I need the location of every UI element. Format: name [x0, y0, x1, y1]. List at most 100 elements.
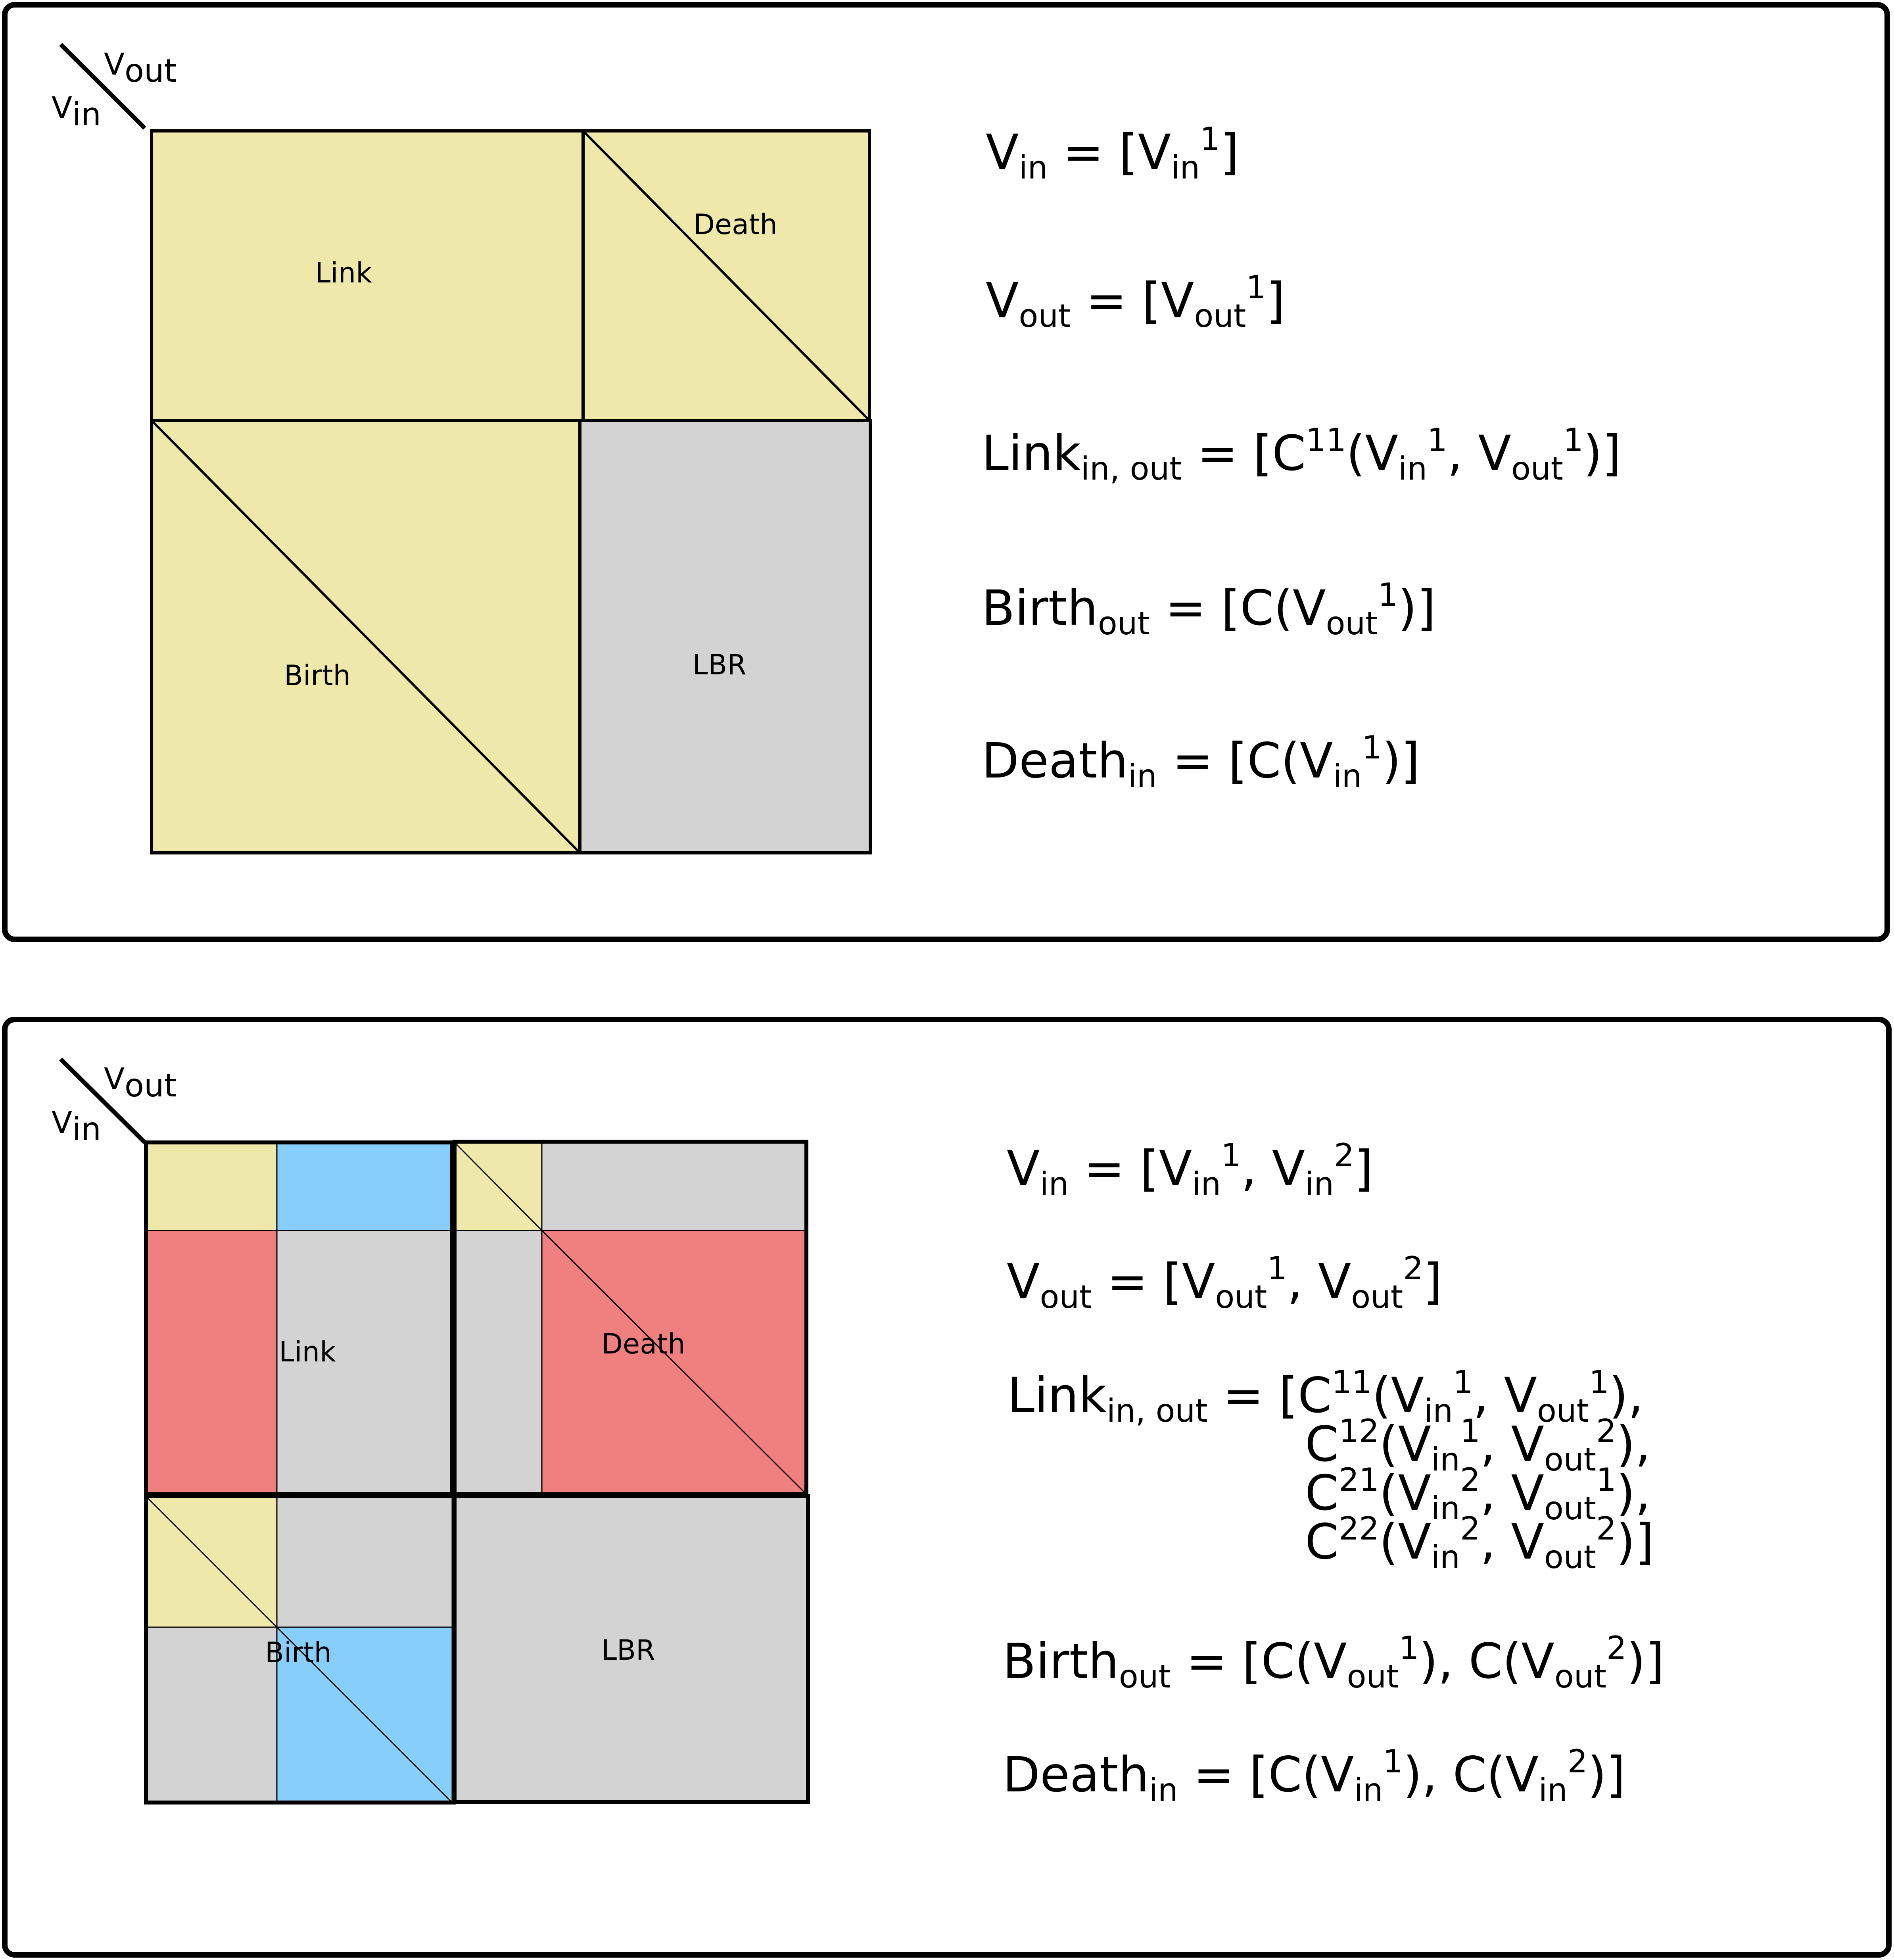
bottom-eq-vout-lhs: V	[1007, 1254, 1040, 1310]
svg-text:Vin = [Vin1, Vin2]: Vin = [Vin1, Vin2]	[1007, 1137, 1373, 1202]
top-eq-link-lhs-sub: in, out	[1081, 450, 1182, 487]
top-eq-link-lhs: Link	[982, 425, 1081, 482]
top-eq-link-csup: 11	[1306, 422, 1346, 459]
bottom-eq-vin-end: ]	[1354, 1140, 1373, 1197]
bottom-eq-link-row2-s2: out	[1544, 1441, 1596, 1478]
bottom-axis-vout-v: V	[104, 1061, 125, 1096]
bottom-eq-link-lhs: Link	[1007, 1367, 1107, 1424]
top-eq-vout-mid: = [V	[1071, 273, 1194, 329]
top-eq-vin-sub: in	[1171, 149, 1200, 186]
top-birth-label: Birth	[284, 659, 351, 692]
bottom-eq-link-row2-c: C	[1305, 1416, 1339, 1472]
bottom-equations: Vin = [Vin1, Vin2] Vout = [Vout1, Vout2]…	[1003, 1137, 1664, 1808]
bottom-lbr-label: LBR	[601, 1634, 655, 1666]
top-link-label: Link	[315, 257, 372, 289]
svg-text:C12(Vin1, Vout2),: C12(Vin1, Vout2),	[1305, 1413, 1650, 1478]
svg-text:Vout: Vout	[104, 1061, 177, 1104]
bottom-eq-birth-mid: = [C(V	[1171, 1633, 1347, 1689]
top-eq-birth-sup: 1	[1378, 576, 1398, 613]
bottom-death-cell-21	[454, 1230, 543, 1495]
bottom-eq-link-row1-p: (V	[1372, 1367, 1424, 1424]
top-lbr-label: LBR	[693, 649, 746, 681]
bottom-eq-birth-lhs: Birth	[1003, 1633, 1119, 1689]
bottom-eq-link-row4-m: , V	[1480, 1514, 1544, 1570]
bottom-axis-corner: Vout Vin	[52, 1058, 177, 1148]
bottom-lbr-block	[454, 1495, 809, 1803]
bottom-eq-link-row3-end: ),	[1616, 1465, 1650, 1521]
svg-text:C21(Vin2, Vout1),: C21(Vin2, Vout1),	[1305, 1461, 1650, 1527]
top-death-diagonal	[582, 130, 871, 422]
top-link-block	[150, 129, 585, 422]
top-eq-vout-sup: 1	[1246, 269, 1266, 306]
bottom-eq-link-row2-sup: 12	[1339, 1413, 1379, 1449]
bottom-eq-death-lhs: Death	[1003, 1747, 1149, 1803]
top-eq-vin-lhs-sub: in	[1019, 149, 1048, 186]
bottom-eq-vout-sup2: 2	[1403, 1250, 1423, 1287]
top-eq-vin-end: ]	[1220, 124, 1239, 180]
bottom-eq-vin-lhs: V	[1007, 1140, 1040, 1197]
top-eq-death-sub: in	[1333, 758, 1362, 795]
top-eq-link-outsub: out	[1511, 450, 1563, 487]
top-eq-link-insup: 1	[1427, 422, 1447, 459]
bottom-eq-link-row4-sup: 22	[1339, 1510, 1379, 1547]
bottom-eq-link-row3-m: , V	[1480, 1465, 1544, 1521]
svg-text:C22(Vin2, Vout2)]: C22(Vin2, Vout2)]	[1305, 1510, 1654, 1576]
bottom-eq-link-lhs-sub: in, out	[1107, 1392, 1208, 1429]
top-axis-corner: Vout Vin	[52, 43, 177, 133]
bottom-eq-death-sup2: 2	[1568, 1743, 1588, 1780]
bottom-eq-link-row1-c: C	[1298, 1367, 1332, 1424]
bottom-eq-birth-sup2: 2	[1606, 1630, 1627, 1666]
top-eq-death-lhs: Death	[982, 733, 1128, 789]
bottom-axis-vin-v: V	[52, 1105, 72, 1140]
bottom-lbr-outline	[453, 1494, 810, 1804]
top-lbr-block	[578, 419, 872, 854]
svg-text:Vout: Vout	[104, 46, 177, 89]
bottom-axis-diagonal	[59, 1058, 146, 1144]
top-eq-death-mid: = [C(V	[1157, 733, 1333, 789]
bottom-birth-diagonal-2	[276, 1626, 453, 1803]
bottom-eq-link-row3-p: (V	[1379, 1465, 1431, 1521]
bottom-panel: Vout Vin	[2, 1017, 1892, 1958]
bottom-eq-death-lhs-sub: in	[1149, 1772, 1178, 1808]
bottom-death-diagonal-1	[454, 1142, 543, 1231]
bottom-eq-link-row2-u2: 2	[1596, 1413, 1616, 1449]
top-eq-link-insub: in	[1398, 450, 1427, 487]
bottom-eq-link-row4-end: )]	[1616, 1514, 1654, 1570]
top-eq-vout-lhs-sub: out	[1019, 298, 1071, 334]
bottom-eq-death-sub1: in	[1354, 1772, 1383, 1808]
bottom-link-cell-11	[145, 1142, 278, 1231]
bottom-eq-link-row4-c: C	[1305, 1514, 1339, 1570]
top-eq-birth-lhs: Birth	[982, 580, 1098, 636]
top-eq-vin-sup: 1	[1200, 121, 1220, 157]
bottom-death-label: Death	[601, 1328, 685, 1360]
bottom-eq-vin-sup1: 1	[1221, 1137, 1241, 1174]
bottom-eq-link-row1-u2: 1	[1589, 1364, 1609, 1401]
bottom-death-cell-12	[541, 1142, 807, 1231]
bottom-axis-vin-sub: in	[72, 1111, 101, 1148]
svg-text:Vin: Vin	[52, 90, 101, 133]
top-axis-diagonal	[59, 43, 146, 130]
bottom-eq-birth-sub2: out	[1554, 1658, 1606, 1695]
top-eq-birth-lhs-sub: out	[1098, 605, 1150, 642]
svg-text:Birthout = [C(Vout1), C(Vout2): Birthout = [C(Vout1), C(Vout2)]	[1003, 1630, 1664, 1695]
top-eq-vout-end: ]	[1266, 273, 1285, 329]
bottom-eq-link-row3-u2: 1	[1596, 1461, 1616, 1498]
bottom-death-diagonal-2	[541, 1230, 807, 1495]
bottom-eq-vin-lhs-sub: in	[1040, 1165, 1069, 1202]
svg-text:Birthout = [C(Vout1)]: Birthout = [C(Vout1)]	[982, 576, 1436, 642]
bottom-matrix: Link Death Birth LBR	[144, 1140, 810, 1805]
bottom-link-label: Link	[279, 1336, 336, 1368]
bottom-eq-vin-mid: = [V	[1069, 1140, 1192, 1197]
bottom-birth-cell-21	[145, 1626, 278, 1803]
top-eq-death-sup: 1	[1362, 729, 1382, 766]
bottom-eq-link-row4-s1: in	[1431, 1539, 1460, 1576]
top-panel: Vout Vin Link Death Birth LBR Vin = [V in…	[2, 2, 1890, 942]
bottom-eq-link-row2-s1: in	[1431, 1441, 1460, 1478]
bottom-eq-link-row4-s2: out	[1544, 1539, 1596, 1576]
top-eq-link-mid: = [C	[1182, 425, 1306, 482]
bottom-link-cell-12	[276, 1142, 453, 1231]
svg-text:Linkin, out = [C11(Vin1, Vout1: Linkin, out = [C11(Vin1, Vout1),	[1007, 1364, 1643, 1429]
svg-text:Deathin = [C(Vin1), C(Vin2)]: Deathin = [C(Vin1), C(Vin2)]	[1003, 1743, 1625, 1808]
bottom-birth-diagonal-1	[145, 1495, 278, 1628]
bottom-eq-vin-sup2: 2	[1334, 1137, 1354, 1174]
